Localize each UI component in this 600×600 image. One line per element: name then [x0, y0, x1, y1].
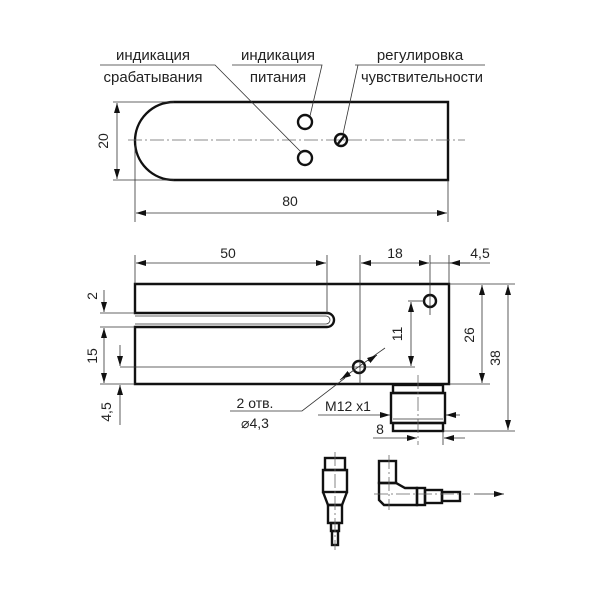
trigger-led-icon: [296, 149, 314, 167]
side-body-outline: [133, 282, 451, 386]
top-view: индикация срабатывания индикация питания…: [95, 47, 485, 222]
thread-label: M12 x1: [325, 398, 371, 414]
label-trigger-1: индикация: [116, 47, 190, 64]
dim-connector-offset: 8: [376, 421, 384, 437]
dim-length: 80: [282, 193, 298, 209]
dim-slot-length: 50: [220, 245, 236, 261]
dim-hole-spacing: 18: [387, 245, 403, 261]
dim-lower-part: 15: [84, 348, 100, 364]
label-power-1: индикация: [241, 47, 315, 64]
holes-count-note: 2 отв.: [237, 395, 274, 411]
label-power-2: питания: [250, 69, 306, 86]
straight-cable-connector: [321, 452, 349, 550]
holes-diameter-note: ⌀4,3: [241, 415, 269, 431]
label-sensitivity-2: чувствительности: [361, 69, 483, 86]
label-trigger-2: срабатывания: [103, 69, 202, 86]
angled-cable-connector: [374, 455, 504, 510]
dim-edge-offset: 4,5: [470, 245, 490, 261]
side-view: 50 18 4,5 11 26 38 2 15 4,5: [84, 245, 515, 445]
power-led-icon: [296, 113, 314, 131]
label-sensitivity-1: регулировка: [377, 47, 464, 64]
dim-hole-vertical: 11: [389, 327, 405, 342]
dim-bottom-offset: 4,5: [98, 402, 114, 422]
m12-connector: [389, 375, 447, 445]
dim-body-height: 26: [461, 327, 477, 343]
dim-height: 20: [95, 133, 111, 149]
dim-total-height: 38: [487, 350, 503, 366]
sensitivity-screw-icon: [333, 132, 349, 148]
dim-slot-width: 2: [84, 292, 100, 300]
top-body-outline: [133, 100, 450, 182]
